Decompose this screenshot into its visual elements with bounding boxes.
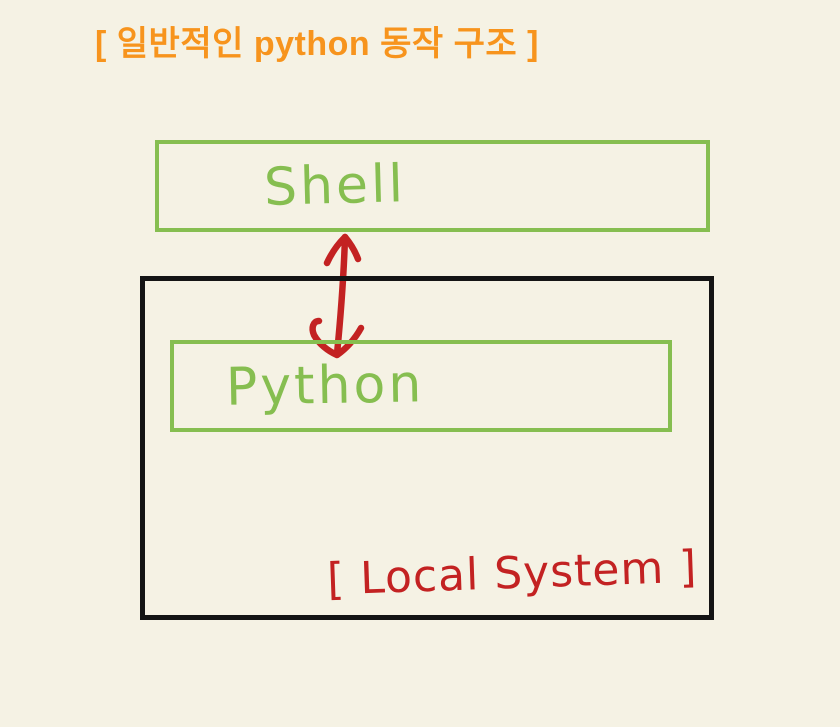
shell-box: Shell: [155, 140, 710, 232]
python-box: Python: [170, 340, 672, 432]
python-box-label: Python: [225, 354, 425, 418]
local-system-box: Python [ Local System ]: [140, 276, 714, 620]
local-system-label: [ Local System ]: [325, 541, 698, 606]
shell-box-label: Shell: [263, 154, 407, 218]
page-title: [ 일반적인 python 동작 구조 ]: [95, 25, 539, 63]
